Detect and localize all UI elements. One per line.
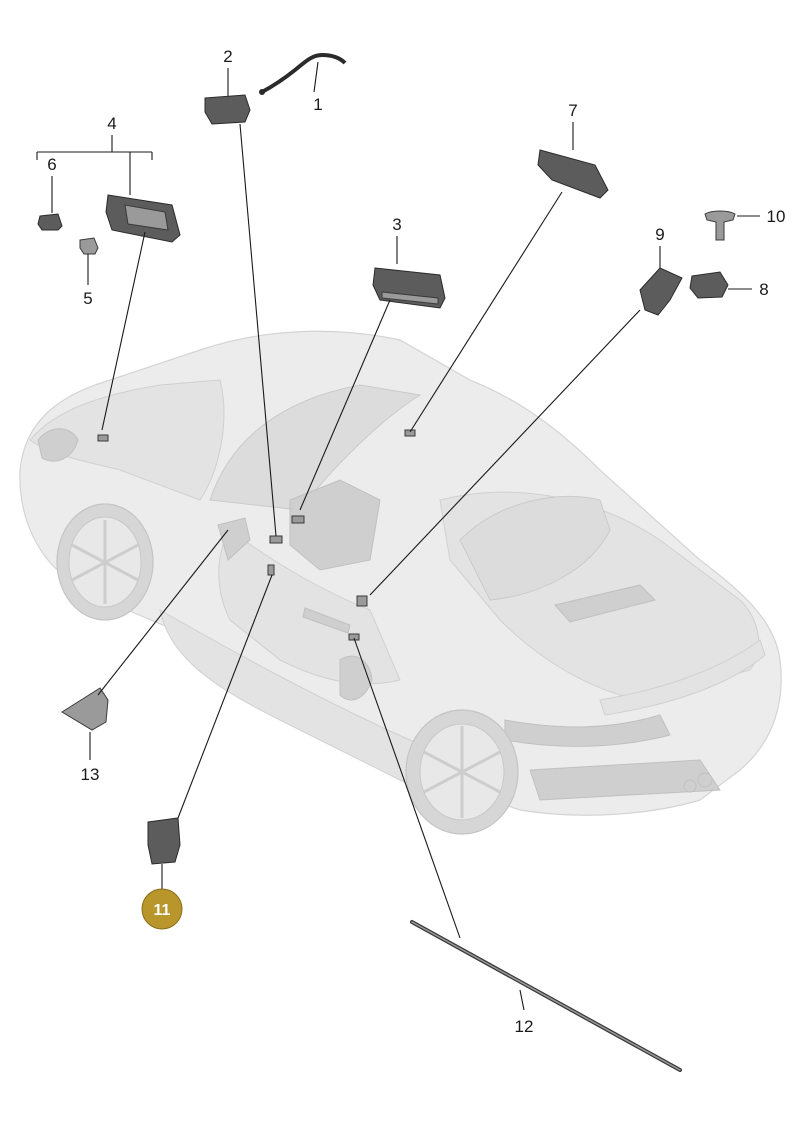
label-part-11[interactable]: 11 <box>154 902 171 919</box>
label-part-2[interactable]: 2 <box>223 47 232 66</box>
parts-icons <box>37 52 736 1072</box>
reading-light-icon <box>537 149 609 199</box>
label-part-10[interactable]: 10 <box>767 207 786 226</box>
clip-icon <box>704 210 736 241</box>
label-part-3[interactable]: 3 <box>392 215 401 234</box>
leader-lines <box>36 61 760 1011</box>
label-part-6[interactable]: 6 <box>47 155 56 174</box>
label-part-7[interactable]: 7 <box>568 101 577 120</box>
connector-icon <box>689 271 729 299</box>
label-part-13[interactable]: 13 <box>81 765 100 784</box>
bulb-icon <box>79 237 99 255</box>
label-part-5[interactable]: 5 <box>83 289 92 308</box>
socket-icon <box>37 213 63 231</box>
label-part-8[interactable]: 8 <box>759 280 768 299</box>
highlight-badge <box>141 888 183 930</box>
cable-icon <box>261 52 347 94</box>
door-contact-switch-icon <box>147 817 181 865</box>
label-part-4[interactable]: 4 <box>107 114 116 133</box>
part-labels: 1 2 3 4 5 6 7 8 9 10 12 13 11 <box>47 47 785 1036</box>
label-part-11-badge[interactable]: 11 <box>141 888 183 930</box>
label-part-12[interactable]: 12 <box>515 1017 534 1036</box>
car-illustration <box>19 330 782 835</box>
label-part-9[interactable]: 9 <box>655 225 664 244</box>
switch-icon <box>204 94 251 125</box>
label-part-1[interactable]: 1 <box>313 95 322 114</box>
mirror-cover-icon <box>61 687 109 731</box>
bracket-icon <box>639 267 683 316</box>
